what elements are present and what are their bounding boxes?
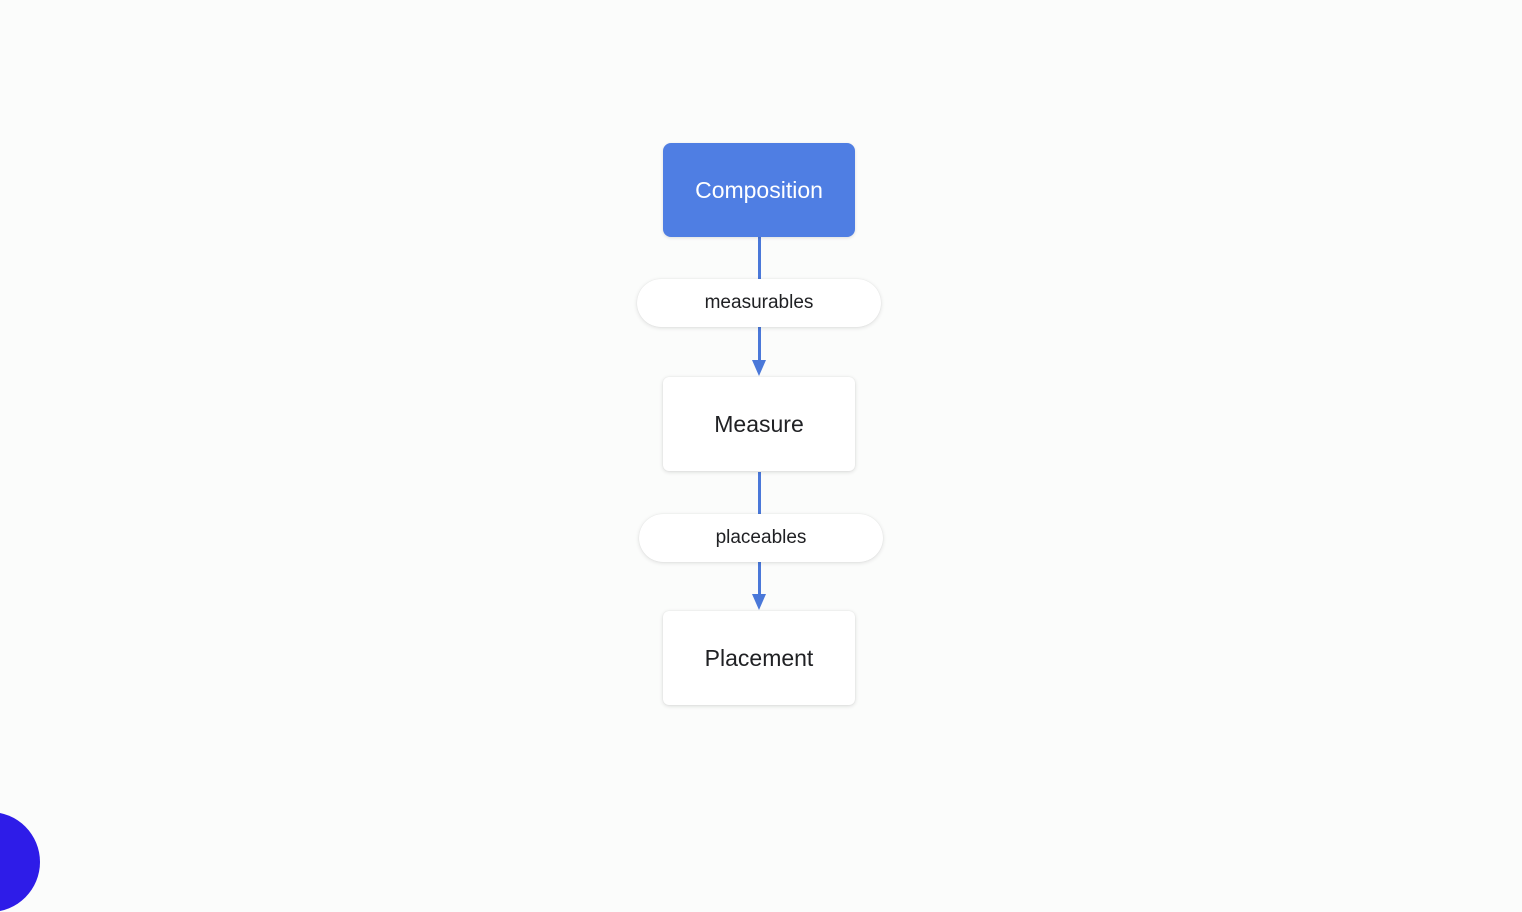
- placement-label: Placement: [704, 644, 814, 671]
- arrow-down-icon: [752, 594, 766, 610]
- measure-label: Measure: [714, 410, 804, 437]
- connector-measure-placeables: [758, 472, 761, 514]
- arrow-down-icon: [752, 360, 766, 376]
- measure-node: Measure: [663, 377, 855, 471]
- slide-canvas: Composition measurables Measure placeabl…: [0, 143, 883, 912]
- measurables-pill: measurables: [637, 279, 881, 327]
- placeables-label: placeables: [715, 527, 807, 548]
- composition-label: Composition: [695, 176, 823, 203]
- placeables-pill: placeables: [639, 514, 883, 562]
- composition-node: Composition: [663, 143, 855, 237]
- connector-placeables-placement: [758, 562, 761, 596]
- placement-node: Placement: [663, 611, 855, 705]
- corner-accent-shape: [0, 812, 40, 912]
- connector-composition-measurables: [758, 237, 761, 279]
- measurables-label: measurables: [704, 292, 814, 313]
- connector-measurables-measure: [758, 327, 761, 363]
